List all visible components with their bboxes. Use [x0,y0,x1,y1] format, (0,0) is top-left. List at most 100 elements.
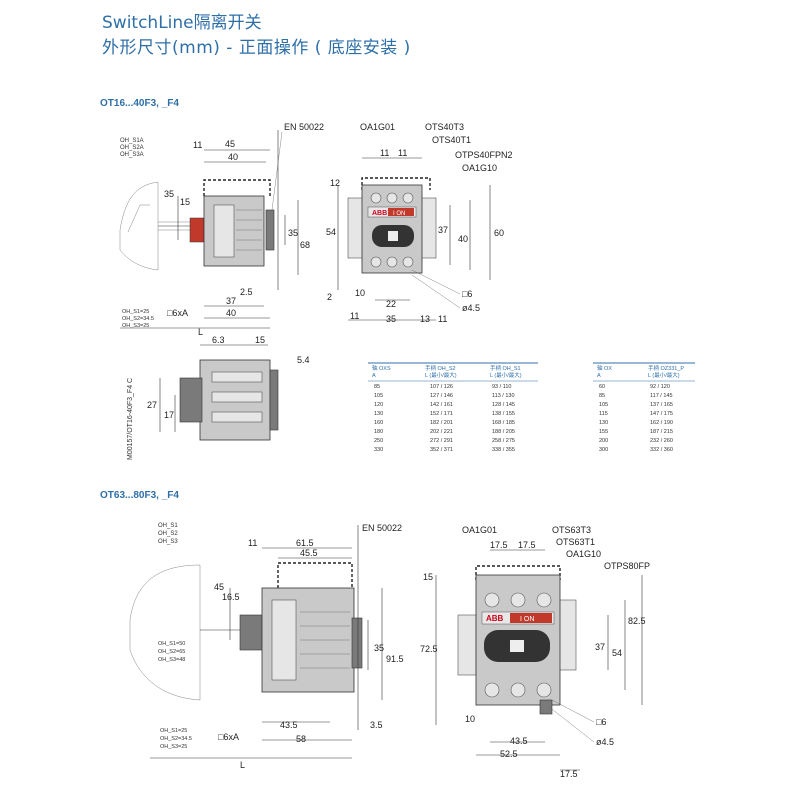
svg-text:35: 35 [164,189,174,199]
svg-text:ABB: ABB [486,614,504,623]
svg-text:ø4.5: ø4.5 [596,737,614,747]
svg-text:OH_S1: OH_S1 [158,523,178,529]
s2-dashed-top [277,562,353,588]
svg-text:11: 11 [248,538,257,548]
s1-table1-cell: 128 / 145 [492,402,515,408]
s1-table1-cell: 85 [374,384,380,390]
svg-text:手柄 OH_S1: 手柄 OH_S1 [490,364,521,372]
s1-front-view: OA1G01 OTS40T3 OTS40T1 OTPS40FPN2 OA1G10… [326,122,513,324]
s1-table-2: 轴 OX A 手柄 OZ331_P L (最小/最大) [593,362,695,382]
svg-text:43.5: 43.5 [510,736,528,746]
svg-text:OTS63T3: OTS63T3 [552,525,591,535]
svg-text:11: 11 [380,148,389,158]
svg-text:手柄 OH_S2: 手柄 OH_S2 [425,364,456,372]
s1-table1-cell: 138 / 155 [492,411,515,417]
s1-standard: EN 50022 [284,122,324,132]
s1-dashed-top [203,179,271,196]
svg-text:轴 OX: 轴 OX [597,364,612,372]
s1-table1-cell: 130 [374,411,383,417]
svg-text:5.4: 5.4 [297,355,310,365]
svg-text:□6xA: □6xA [167,308,188,318]
svg-text:10: 10 [465,714,475,724]
svg-text:17.5: 17.5 [490,540,508,550]
s1-handle-outline [119,181,159,271]
s1-table1-cell: 105 [374,393,383,399]
s1-side-view: OH_S1A OH_S2A OH_S3A EN 50022 45 40 11 [119,122,324,337]
s2-shaft-coupling [239,614,263,651]
s1-table2-cell: 117 / 145 [650,393,673,399]
s1-table-1: 轴 OXS A 手柄 OH_S2 L (最小/最大) 手柄 OH_S1 L (最… [368,362,538,382]
s1-table1-cell: 202 / 221 [430,429,453,435]
svg-text:OH_S3: OH_S3 [158,539,178,545]
s1-table1-cell: 188 / 205 [492,429,515,435]
svg-text:40: 40 [226,308,236,318]
svg-text:45: 45 [225,139,235,149]
svg-text:52.5: 52.5 [500,749,518,759]
svg-text:22: 22 [386,299,396,309]
svg-text:91.5: 91.5 [386,654,404,664]
svg-text:OH_S3=25: OH_S3=25 [160,744,187,750]
s1-table1-cell: 352 / 371 [430,447,453,453]
s1-din-rail [265,209,275,251]
svg-text:16.5: 16.5 [222,592,240,602]
s1-table2-cell: 60 [599,384,605,390]
svg-text:54: 54 [612,648,622,658]
s1-table2-cell: 232 / 260 [650,438,673,444]
s1-table2-cell: 85 [599,393,605,399]
s1-acc-4: OTPS40FPN2 [455,150,513,160]
s1-vertical-code: M00157/OT16-40F3_F4 C [127,378,134,460]
s1-table1-cell: 272 / 291 [430,438,453,444]
s1-table1-cell: 93 / 110 [492,384,511,390]
svg-text:OH_S1=50: OH_S1=50 [158,641,185,647]
svg-text:68: 68 [300,240,310,250]
svg-text:17.5: 17.5 [518,540,536,550]
svg-text:L (最小/最大): L (最小/最大) [648,371,680,379]
svg-text:10: 10 [355,288,365,298]
svg-text:□6xA: □6xA [218,732,239,742]
s1-table2-cell: 300 [599,447,608,453]
svg-text:L: L [198,327,203,337]
s2-aux-left [457,614,477,676]
svg-text:3.5: 3.5 [370,720,383,730]
svg-text:L (最小/最大): L (最小/最大) [490,371,522,379]
svg-text:37: 37 [595,642,605,652]
svg-text:L: L [240,760,245,770]
svg-text:□6: □6 [462,289,472,299]
svg-text:OTPS80FP: OTPS80FP [604,561,650,571]
s1-table1-cell: 142 / 161 [430,402,453,408]
svg-text:15: 15 [255,335,265,345]
s1-acc-3: OTS40T1 [432,135,471,145]
svg-text:OTS63T1: OTS63T1 [556,537,595,547]
s2-front-view: OA1G01 OTS63T3 OTS63T1 OA1G10 OTPS80FP A… [420,525,650,779]
svg-text:6.3: 6.3 [212,335,225,345]
svg-text:27: 27 [147,400,157,410]
s1-table2-cell: 332 / 360 [650,447,673,453]
page-subtitle: 外形尺寸(mm) - 正面操作 ( 底座安装 ) [102,38,411,58]
svg-text:58: 58 [296,734,306,744]
svg-text:OH_S2=34.5: OH_S2=34.5 [160,736,192,742]
s1-on-label: I ON [393,211,405,217]
svg-text:35: 35 [374,643,384,653]
s2-side-view: OH_S1 OH_S2 OH_S3 OH_S1=50 OH_S2=65 OH_S… [129,523,404,770]
svg-text:手柄 OZ331_P: 手柄 OZ331_P [648,364,684,372]
s1-bottom-view: M00157/OT16-40F3_F4 C 6.3 15 5.4 27 17 [127,335,310,460]
s1-table1-cell: 120 [374,402,383,408]
s1-table2-cell: 115 [599,411,608,417]
s1-table1-cell: 182 / 201 [430,420,453,426]
svg-text:A: A [372,373,376,379]
svg-text:11: 11 [438,314,447,324]
s1-table1-cell: 250 [374,438,383,444]
s1-table2-cell: 130 [599,420,608,426]
s1-table1-cell: 127 / 146 [430,393,453,399]
svg-text:37: 37 [438,225,448,235]
s2-handle-outline [129,564,201,701]
section2-title: OT63...80F3, _F4 [100,490,179,501]
s1-table2-cell: 105 [599,402,608,408]
svg-text:37: 37 [226,296,236,306]
svg-text:轴 OXS: 轴 OXS [372,364,391,372]
s1-table2-cell: 200 [599,438,608,444]
s1-table1-cell: 180 [374,429,383,435]
